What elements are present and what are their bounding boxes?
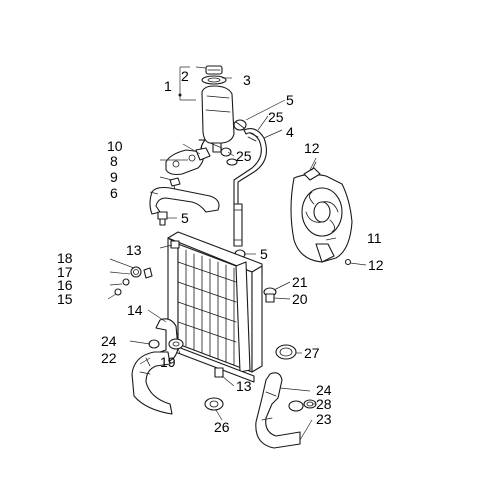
overflow-hose <box>233 128 267 206</box>
callout-15: 15 <box>57 291 73 307</box>
callout-5-left: 5 <box>181 210 189 226</box>
callout-14: 14 <box>127 302 143 318</box>
callout-12-lower: 12 <box>368 257 384 273</box>
lower-left-hose <box>131 351 173 415</box>
right-hose-clips <box>288 399 317 412</box>
callout-6: 6 <box>110 185 118 201</box>
callout-28: 28 <box>316 396 332 412</box>
callout-16: 16 <box>57 277 73 293</box>
expansion-tank-cap <box>201 65 227 85</box>
fan-screws <box>311 161 352 266</box>
callout-19: 19 <box>160 354 176 370</box>
callout-labels: 1 2 3 5 25 4 10 7 25 8 9 6 12 5 13 5 11 … <box>57 68 384 435</box>
cooling-fan-assembly <box>290 167 353 263</box>
callout-25-upper: 25 <box>268 109 284 125</box>
bleed-hose <box>149 186 220 215</box>
callout-13-upper: 13 <box>126 242 142 258</box>
callout-22: 22 <box>101 350 117 366</box>
callout-5-right: 5 <box>260 246 268 262</box>
expansion-tank <box>201 85 235 153</box>
mounting-bracket <box>165 147 211 176</box>
filler-tube <box>233 203 246 259</box>
callout-12-upper: 12 <box>304 140 320 156</box>
callout-24-left: 24 <box>101 333 117 349</box>
leader-lines <box>107 66 367 441</box>
radiator-clip-upper <box>170 240 180 249</box>
callout-21: 21 <box>292 274 308 290</box>
drain-plug-assembly <box>114 266 153 296</box>
temperature-sensor <box>263 287 277 303</box>
callout-20: 20 <box>292 291 308 307</box>
callout-23: 23 <box>316 411 332 427</box>
upper-hose-clip <box>233 119 247 131</box>
callout-8: 8 <box>110 153 118 169</box>
lower-right-hose <box>255 372 301 449</box>
callout-10: 10 <box>107 138 123 154</box>
radiator <box>167 231 263 383</box>
bleed-screw <box>157 211 168 226</box>
radiator-clip-lower <box>214 367 224 378</box>
part-group-bracket-1 <box>178 66 196 101</box>
callout-11: 11 <box>367 230 382 246</box>
callout-3: 3 <box>243 72 251 88</box>
callout-25-lower: 25 <box>236 148 252 164</box>
callout-7: 7 <box>198 136 206 152</box>
callout-17: 17 <box>57 264 73 280</box>
callout-13-lower: 13 <box>236 378 252 394</box>
clamp-26 <box>204 397 224 411</box>
callout-24-right: 24 <box>316 382 332 398</box>
callout-18: 18 <box>57 250 73 266</box>
tank-outlet-clip <box>220 147 238 166</box>
callout-2: 2 <box>181 68 189 84</box>
left-hose-clip <box>148 338 184 350</box>
callout-4: 4 <box>286 124 294 140</box>
callout-5-upper: 5 <box>286 92 294 108</box>
callout-26: 26 <box>214 419 230 435</box>
callout-1: 1 <box>164 78 172 94</box>
callout-27: 27 <box>304 345 320 361</box>
callout-9: 9 <box>110 169 118 185</box>
clamp-27 <box>275 344 297 360</box>
